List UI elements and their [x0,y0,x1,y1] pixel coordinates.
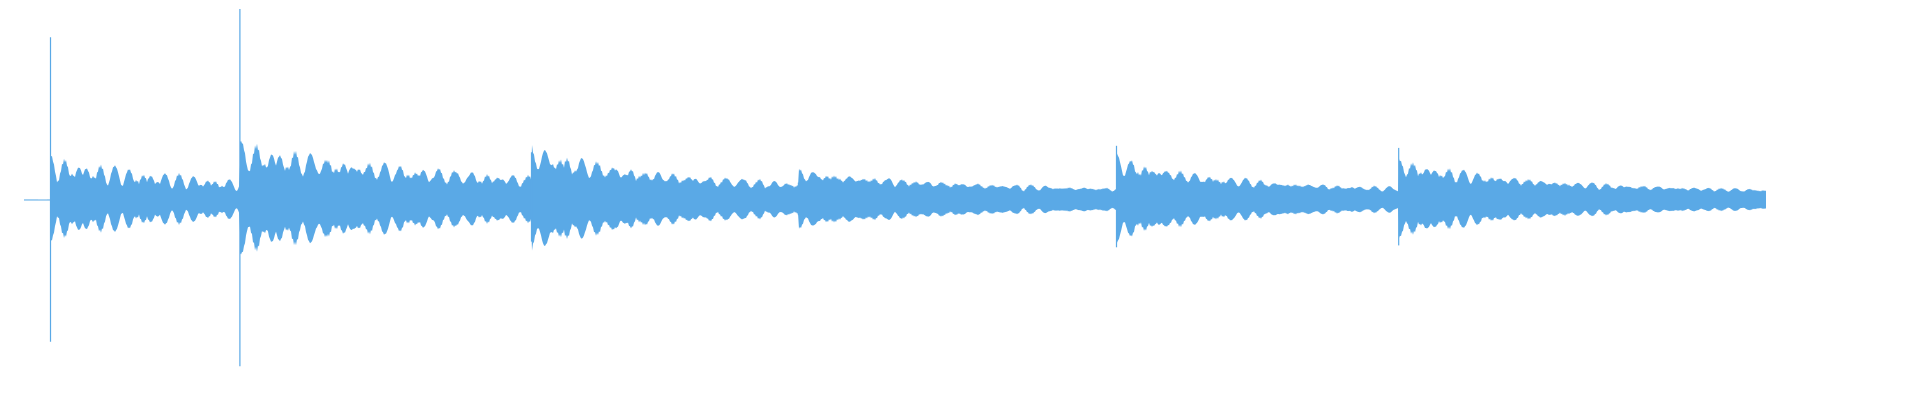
waveform-envelope [24,140,1766,255]
transient-spikes [49,9,1400,367]
